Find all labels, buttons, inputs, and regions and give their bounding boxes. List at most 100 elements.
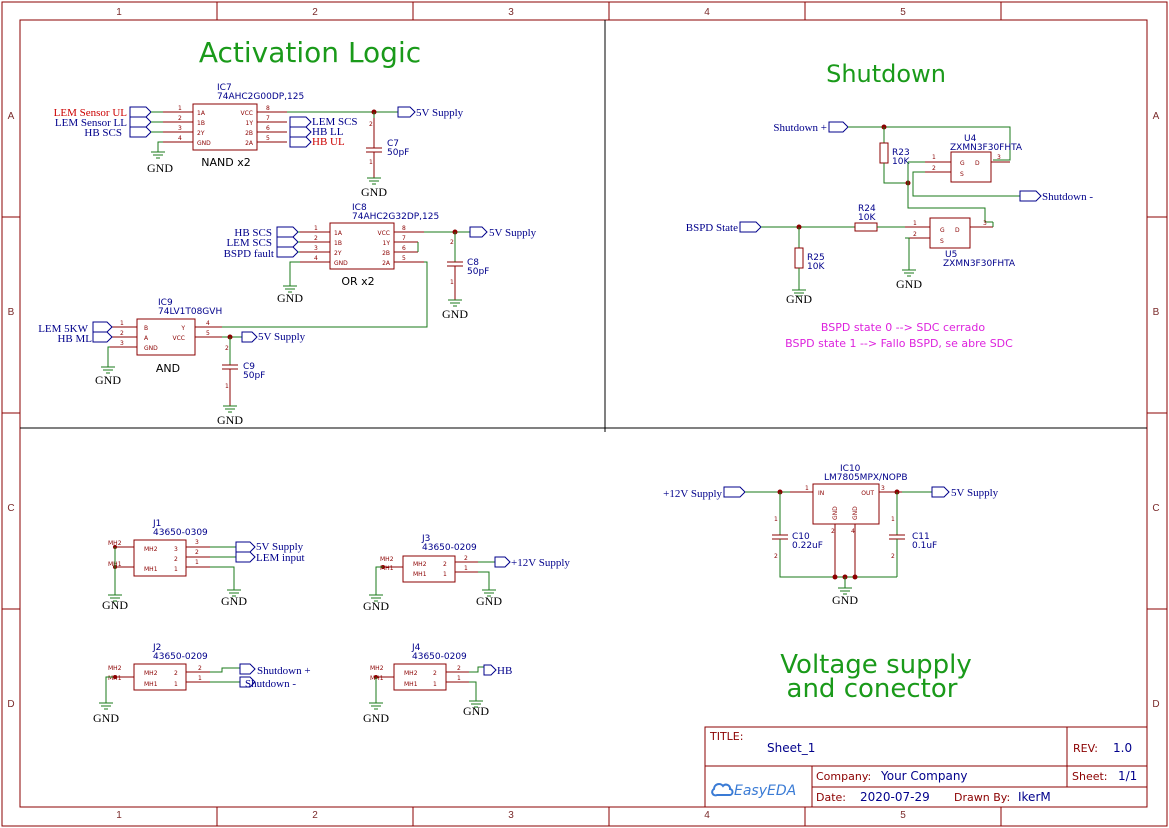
port-5v-supply-ic8[interactable] — [469, 226, 488, 238]
j3-mh1-inner: MH1 — [413, 571, 427, 578]
port-lem-scs-out[interactable] — [289, 116, 312, 128]
port-j1-lem-input[interactable] — [235, 551, 256, 563]
label-bspd-fault: BSPD fault — [224, 248, 274, 260]
u5-num-1: 1 — [913, 220, 917, 227]
port-lem-sensor-ul[interactable] — [129, 106, 152, 118]
gnd-label-j1-b: GND — [221, 594, 247, 608]
j3-mh2-outer: MH2 — [380, 556, 394, 563]
c10-capacitor[interactable]: 1 2 C10 0.22uF — [772, 492, 897, 578]
tb-company-value: Your Company — [880, 769, 968, 783]
port-hb-scs-1[interactable] — [129, 126, 152, 138]
ic8-or[interactable]: IC8 74AHC2G32DP,125 1A 1B 2Y GND VCC 1Y … — [300, 203, 439, 288]
ic8-pin-2y: 2Y — [334, 250, 342, 257]
j2-connector[interactable]: J2 43650-0209 MH2 MH1 2 1 MH2 MH1 2 1 — [108, 643, 210, 691]
port-hb-ll-out[interactable] — [289, 126, 312, 138]
j4-ref: J4 — [411, 643, 421, 653]
zone-col-3: 3 — [508, 7, 514, 18]
u5-part: ZXMN3F30FHTA — [943, 259, 1016, 269]
r23-body — [879, 142, 889, 164]
port-shutdown-plus[interactable] — [828, 121, 849, 133]
ic8-num-8: 8 — [402, 225, 406, 232]
r23-resistor[interactable]: R23 10K — [879, 127, 910, 184]
j3-connector[interactable]: J3 43650-0209 MH2 MH1 2 1 MH2 MH1 2 1 — [380, 534, 478, 583]
label-j2-shutdown-plus: Shutdown + — [257, 665, 311, 677]
j2-pin-2: 2 — [174, 670, 178, 677]
port-j2-shutdown-minus[interactable] — [239, 676, 256, 688]
ic10-regulator[interactable]: IC10 LM7805MPX/NOPB IN OUT GND GND 1 3 2… — [790, 464, 908, 577]
gnd-label-ic10: GND — [832, 593, 858, 607]
j2-mh2-outer: MH2 — [108, 665, 122, 672]
port-lem-sensor-ll[interactable] — [129, 116, 152, 128]
r24-resistor[interactable]: R24 10K — [854, 204, 878, 232]
j4-mh1-inner: MH1 — [404, 681, 418, 688]
port-hb-scs-2[interactable] — [276, 226, 299, 238]
j4-connector[interactable]: J4 43650-0209 MH2 MH1 2 1 MH2 MH1 2 1 — [370, 643, 469, 691]
c8-num-1: 1 — [450, 279, 454, 286]
port-j1-5v-supply[interactable] — [235, 541, 256, 553]
ic9-ref: IC9 — [158, 298, 173, 308]
c10-num-1: 1 — [774, 516, 778, 523]
c9-capacitor[interactable]: 2 1 C9 50pF — [222, 337, 265, 406]
j2-part: 43650-0209 — [153, 652, 208, 662]
j1-pin-2: 2 — [174, 556, 178, 563]
gnd-label-j3-b: GND — [476, 594, 502, 608]
u4-part: ZXMN3F30FHTA — [950, 143, 1023, 153]
label-5v-supply-ic8: 5V Supply — [489, 227, 537, 239]
port-5v-supply-out[interactable] — [931, 486, 950, 498]
port-5v-supply-ic7[interactable] — [397, 106, 416, 118]
zone-row-b: B — [8, 307, 15, 318]
ic8-num-4: 4 — [314, 255, 318, 262]
tb-drawn-label: Drawn By: — [954, 791, 1010, 804]
port-j3-12v-supply[interactable] — [494, 556, 511, 568]
ic7-part: 74AHC2G00DP,125 — [217, 92, 304, 102]
u5-mosfet[interactable]: U5 ZXMN3F30FHTA G S D 1 2 3 — [905, 217, 1016, 269]
label-hb-scs-1: HB SCS — [84, 127, 122, 139]
u5-ref: U5 — [945, 250, 957, 260]
tb-company-label: Company: — [816, 770, 871, 783]
ic7-nand[interactable]: IC7 74AHC2G00DP,125 1A 1B 2Y GND VCC 1Y … — [163, 83, 304, 169]
u5-pin-d: D — [955, 227, 960, 234]
j3-mh2-inner: MH2 — [413, 561, 427, 568]
port-lem-5kw[interactable] — [92, 321, 113, 333]
ic10-ref: IC10 — [840, 464, 861, 474]
j1-connector[interactable]: J1 43650-0309 MH2 MH1 3 2 1 MH2 MH1 3 2 … — [108, 519, 210, 577]
c8-num-2: 2 — [450, 239, 454, 246]
ic9-num-5: 5 — [206, 330, 210, 337]
port-hb-ml[interactable] — [92, 331, 113, 343]
port-bspd-fault[interactable] — [276, 246, 299, 258]
zone-row-a: A — [8, 111, 15, 122]
note-bspd-state-1: BSPD state 1 --> Fallo BSPD, se abre SDC — [785, 337, 1013, 350]
c11-capacitor[interactable]: 1 2 C11 0.1uF — [889, 492, 937, 577]
port-j2-shutdown-plus[interactable] — [239, 663, 256, 675]
c7-capacitor[interactable]: 2 1 C7 50pF — [366, 112, 409, 178]
ic7-pin-1a: 1A — [197, 110, 206, 117]
ic7-num-8: 8 — [266, 105, 270, 112]
port-lem-scs-2[interactable] — [276, 236, 299, 248]
port-j4-hb[interactable] — [483, 664, 497, 676]
label-j1-5v-supply: 5V Supply — [256, 541, 304, 553]
port-shutdown-minus[interactable] — [1019, 190, 1042, 202]
ic9-and[interactable]: IC9 74LV1T08GVH B A GND Y VCC 1 2 3 4 5 … — [110, 298, 222, 375]
gnd-label-j4-b: GND — [463, 704, 489, 718]
label-j1-lem-input: LEM input — [256, 552, 305, 564]
r23-ref: R23 — [892, 148, 910, 158]
port-hb-ul-out[interactable] — [289, 136, 312, 148]
port-5v-supply-ic9[interactable] — [241, 331, 258, 343]
ic8-num-2: 2 — [314, 235, 318, 242]
gnd-label-ic7: GND — [147, 161, 173, 175]
ic9-num-1: 1 — [120, 320, 124, 327]
port-bspd-state[interactable] — [739, 221, 762, 233]
r25-resistor[interactable]: R25 10K — [794, 227, 825, 290]
u4-pin-g: G — [960, 160, 965, 167]
ic10-pin-in: IN — [818, 490, 824, 497]
ic9-pin-vcc: VCC — [173, 335, 185, 342]
port-12v-supply-in[interactable] — [723, 486, 746, 498]
ic9-pin-b: B — [144, 325, 148, 332]
r25-value: 10K — [807, 262, 825, 272]
c8-capacitor[interactable]: 2 1 C8 50pF — [447, 232, 489, 300]
gnd-label-c8: GND — [442, 307, 468, 321]
r23-value: 10K — [892, 157, 910, 167]
u4-mosfet[interactable]: U4 ZXMN3F30FHTA G S D 1 2 3 — [925, 134, 1023, 183]
r24-ref: R24 — [858, 204, 876, 214]
c10-num-2: 2 — [774, 553, 778, 560]
